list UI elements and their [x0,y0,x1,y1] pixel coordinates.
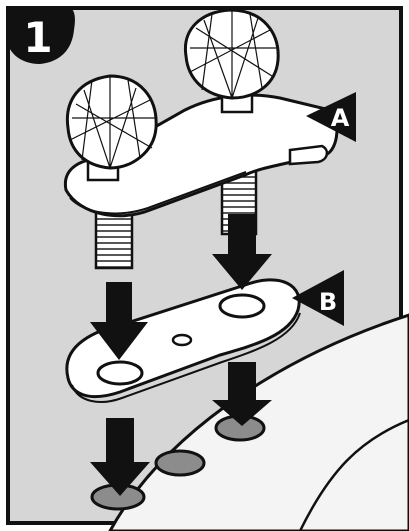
down-arrow-icon [212,362,272,426]
down-arrow-icon [212,214,272,290]
callout-b: B [292,270,344,326]
gasket-hole-right [218,293,266,319]
callout-arrow-icon [306,92,356,142]
right-handle [183,8,280,114]
step-number: 1 [23,13,52,62]
callout-a: A [306,92,356,142]
down-arrow-icon [90,282,148,360]
gasket-hole-left [96,360,144,386]
gasket-hole-center [171,333,193,347]
sink-hole-center [154,449,206,477]
gasket-plate [65,278,301,403]
callout-b-label: B [319,288,337,316]
down-arrow-icon [90,418,150,496]
step-badge: 1 [6,6,75,64]
left-handle [65,74,158,182]
callout-arrow-icon [292,270,344,326]
sink-basin-edge [298,418,409,531]
callout-a-label: A [331,104,350,132]
